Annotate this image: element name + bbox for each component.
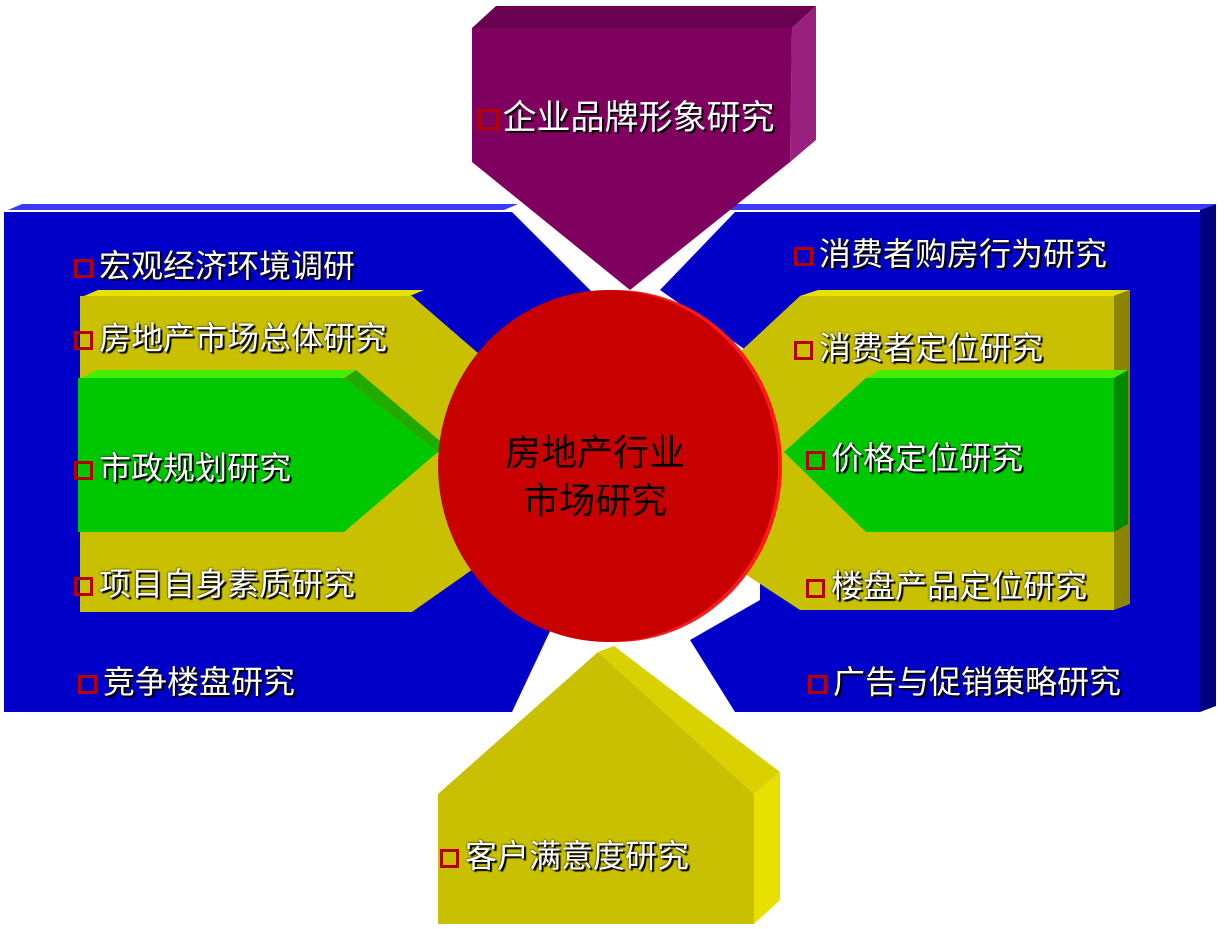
- bottom-olive-block-bevel: [598, 646, 780, 794]
- top-purple-block: [472, 28, 792, 290]
- hub-label-line-1: 房地产行业: [504, 433, 685, 474]
- right-green-arrow-top-face: [866, 370, 1128, 378]
- top-purple-block-side-face: [790, 6, 816, 162]
- right-olive-arrow-top-face: [800, 290, 1130, 296]
- square-outline-icon: [78, 675, 97, 694]
- left-outer-top-label: 宏观经济环境调研: [74, 246, 355, 286]
- right-middle-bottom-label: 楼盘产品定位研究: [806, 566, 1087, 606]
- left-middle-top-label: 房地产市场总体研究: [74, 318, 387, 358]
- square-outline-icon: [74, 577, 93, 596]
- square-outline-icon: [74, 259, 93, 278]
- square-outline-icon: [794, 341, 813, 360]
- right-green-arrow-side-face: [1114, 370, 1128, 532]
- bottom-olive-block: [438, 652, 754, 924]
- left-green-arrow-bevel: [344, 370, 446, 452]
- square-outline-icon: [74, 461, 93, 480]
- right-green-arrow: [784, 378, 1114, 532]
- right-inner-label: 价格定位研究: [806, 438, 1023, 478]
- hub-label-line-2: 市场研究: [522, 481, 667, 522]
- right-blue-block-top-face: [720, 204, 1216, 210]
- left-olive-arrow-top-face: [84, 290, 424, 296]
- hub-label: 房地产行业 市场研究: [470, 430, 720, 526]
- bottom-block-label: 客户满意度研究: [440, 836, 689, 876]
- square-outline-icon: [808, 675, 827, 694]
- right-outer-top-label: 消费者购房行为研究: [794, 234, 1107, 274]
- square-outline-icon: [794, 247, 813, 266]
- square-outline-icon: [806, 451, 825, 470]
- left-green-arrow: [78, 378, 438, 532]
- square-outline-icon: [440, 849, 459, 868]
- right-middle-top-label: 消费者定位研究: [794, 328, 1043, 368]
- right-blue-block-side-face: [1200, 204, 1216, 712]
- left-outer-bottom-label: 竞争楼盘研究: [78, 662, 295, 702]
- square-outline-icon: [74, 331, 93, 350]
- hub-circle: [438, 290, 778, 642]
- bottom-olive-block-side-face: [754, 772, 780, 924]
- top-purple-block-top-face: [472, 6, 816, 28]
- right-outer-bottom-label: 广告与促销策略研究: [808, 662, 1121, 702]
- left-inner-label: 市政规划研究: [74, 448, 291, 488]
- left-middle-bottom-label: 项目自身素质研究: [74, 564, 355, 604]
- top-block-label: 企业品牌形象研究: [476, 96, 776, 140]
- left-blue-block-top-face: [8, 204, 518, 210]
- left-green-arrow-top-face: [82, 370, 356, 378]
- square-outline-icon: [477, 109, 499, 130]
- square-outline-icon: [806, 579, 825, 598]
